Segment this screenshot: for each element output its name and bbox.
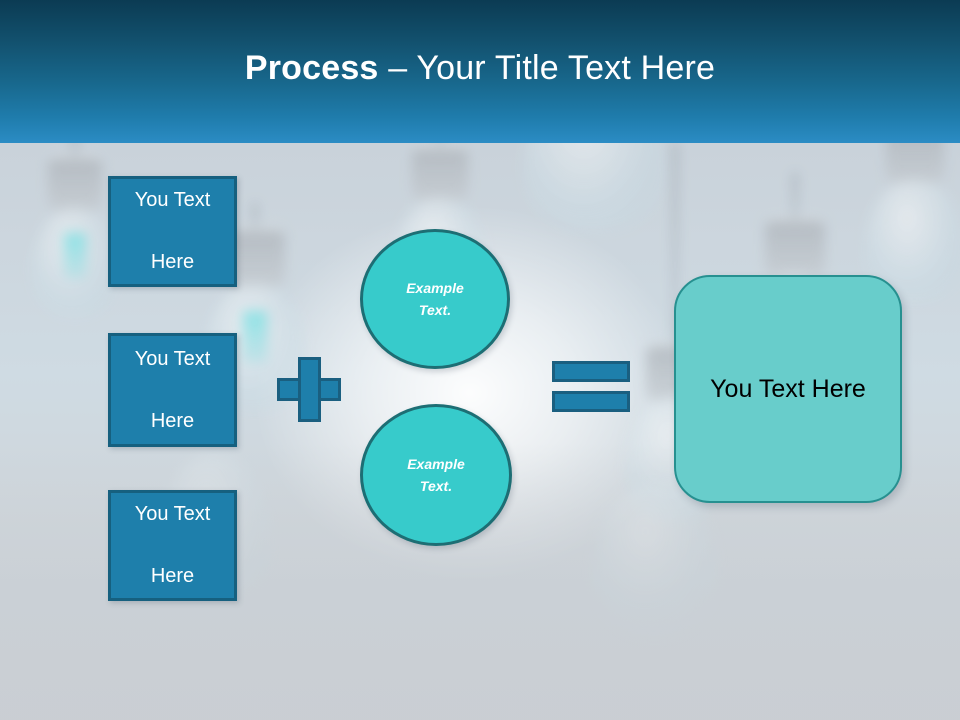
example-circle-1-line2: Text. (418, 302, 452, 318)
input-box-1[interactable]: You Text Here (108, 176, 237, 287)
equals-icon (552, 361, 630, 412)
plus-center-fill (301, 381, 318, 398)
equals-top-bar (552, 361, 630, 382)
input-box-1-line2: Here (150, 251, 195, 273)
plus-icon (277, 357, 341, 422)
example-circle-1-line1: Example (406, 280, 464, 296)
equals-bottom-bar (552, 391, 630, 412)
header-banner: Process – Your Title Text Here (0, 0, 960, 143)
result-box-label: You Text Here (710, 375, 866, 403)
page-title-bold: Process (244, 49, 379, 87)
input-box-2[interactable]: You Text Here (108, 333, 237, 447)
background-bulb-icon (30, 143, 120, 333)
input-box-2-line1: You Text (134, 347, 211, 370)
example-circle-2-line2: Text. (419, 478, 453, 494)
input-box-3-line1: You Text (134, 503, 211, 525)
input-box-3-line2: Here (150, 565, 195, 587)
example-circle-1[interactable]: Example Text. (360, 229, 510, 369)
input-box-2-line2: Here (150, 409, 195, 432)
page-title: Process – Your Title Text Here (0, 47, 960, 89)
page-title-rest: – Your Title Text Here (378, 49, 716, 87)
example-circle-2[interactable]: Example Text. (360, 404, 512, 546)
input-box-3[interactable]: You Text Here (108, 490, 237, 601)
input-box-1-line1: You Text (134, 189, 211, 211)
background-bulb-icon (520, 143, 670, 273)
result-box[interactable]: You Text Here (674, 275, 902, 503)
example-circle-2-line1: Example (407, 456, 465, 472)
